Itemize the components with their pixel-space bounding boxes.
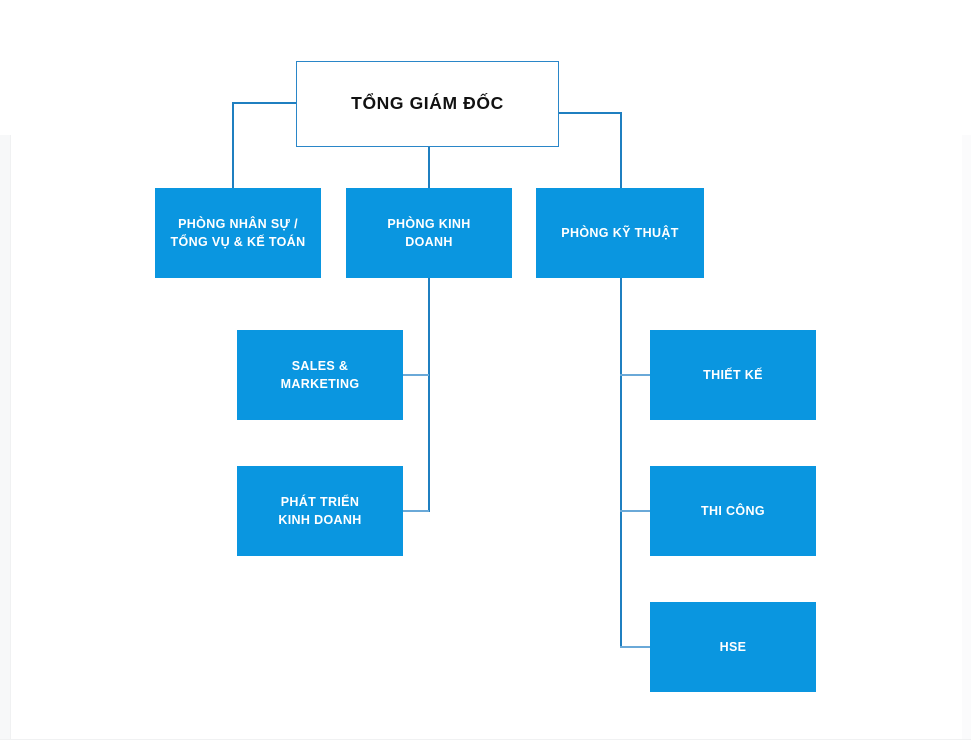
connector-tech-dept-to-design bbox=[620, 374, 651, 376]
org-node-label: PHÒNG KINH DOANH bbox=[387, 216, 471, 249]
page-panel-right-edge bbox=[962, 135, 971, 740]
page-panel-left-edge bbox=[0, 135, 11, 740]
connector-root-to-hr-vertical bbox=[232, 102, 234, 189]
connector-root-to-sales-dept-vertical bbox=[428, 147, 430, 189]
connector-tech-dept-to-construction bbox=[620, 510, 651, 512]
org-node-label: THIẾT KẾ bbox=[703, 367, 763, 382]
org-node-label: SALES & MARKETING bbox=[280, 358, 360, 391]
org-node-phong-kinh-doanh[interactable]: PHÒNG KINH DOANH bbox=[346, 188, 512, 278]
connector-sales-dept-trunk bbox=[428, 277, 430, 512]
org-node-label: THI CÔNG bbox=[701, 503, 765, 518]
org-node-phong-ky-thuat[interactable]: PHÒNG KỸ THUẬT bbox=[536, 188, 704, 278]
org-node-label: PHÒNG KỸ THUẬT bbox=[561, 225, 679, 240]
org-node-phat-trien-kinh-doanh[interactable]: PHÁT TRIỂN KINH DOANH bbox=[237, 466, 403, 556]
connector-tech-dept-trunk bbox=[620, 277, 622, 648]
connector-root-to-hr-horizontal bbox=[232, 102, 296, 104]
page-panel-bottom-edge bbox=[0, 739, 971, 740]
connector-sales-dept-to-biz-dev bbox=[402, 510, 429, 512]
org-node-label: HSE bbox=[719, 639, 747, 654]
org-node-thiet-ke[interactable]: THIẾT KẾ bbox=[650, 330, 816, 420]
org-node-phong-nhan-su[interactable]: PHÒNG NHÂN SỰ / TỔNG VỤ & KẾ TOÁN bbox=[155, 188, 321, 278]
org-node-label: TỔNG GIÁM ĐỐC bbox=[351, 93, 504, 114]
org-node-tong-giam-doc[interactable]: TỔNG GIÁM ĐỐC bbox=[296, 61, 559, 147]
connector-root-to-tech-dept-horizontal bbox=[558, 112, 622, 114]
connector-root-to-tech-dept-vertical bbox=[620, 112, 622, 189]
org-node-label: PHÁT TRIỂN KINH DOANH bbox=[278, 494, 362, 527]
org-node-thi-cong[interactable]: THI CÔNG bbox=[650, 466, 816, 556]
connector-sales-dept-to-sales-marketing bbox=[402, 374, 429, 376]
org-node-label: PHÒNG NHÂN SỰ / TỔNG VỤ & KẾ TOÁN bbox=[170, 216, 306, 249]
org-node-hse[interactable]: HSE bbox=[650, 602, 816, 692]
connector-tech-dept-to-hse bbox=[620, 646, 651, 648]
org-node-sales-marketing[interactable]: SALES & MARKETING bbox=[237, 330, 403, 420]
